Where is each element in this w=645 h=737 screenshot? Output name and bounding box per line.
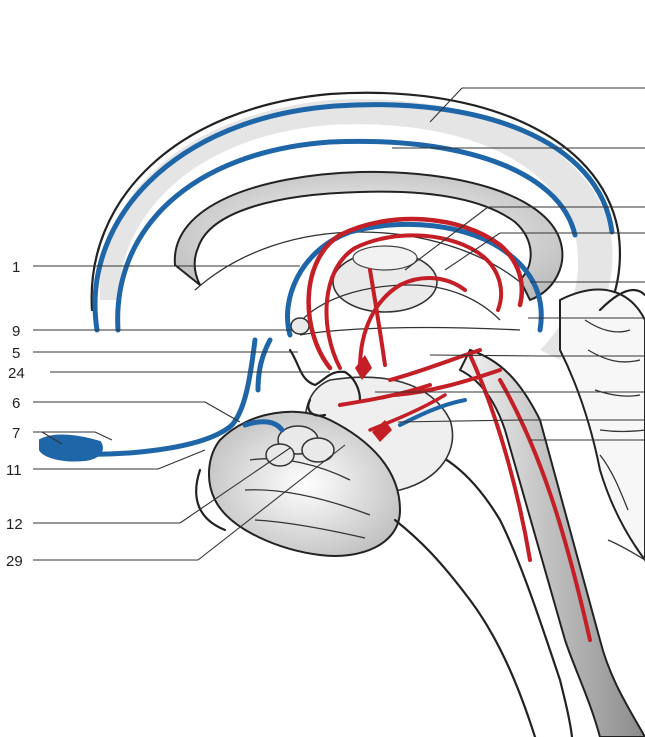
label-7: 7: [12, 425, 20, 442]
labels: 1 9 5 24 6 7 11 12 29: [6, 259, 25, 570]
label-12: 12: [6, 516, 23, 533]
label-11: 11: [6, 462, 22, 479]
label-1: 1: [12, 259, 20, 276]
label-24: 24: [8, 365, 25, 382]
vein-of-galen: [258, 340, 270, 390]
label-5: 5: [12, 345, 20, 362]
label-6: 6: [12, 395, 20, 412]
interventricular-foramen: [291, 318, 309, 334]
cerebellum: [560, 290, 645, 560]
arterial-bifurcation: [355, 355, 372, 380]
cavernous-sinus: [40, 436, 102, 461]
label-9: 9: [12, 323, 20, 340]
label-29: 29: [6, 553, 23, 570]
fornix-band: [300, 328, 520, 335]
